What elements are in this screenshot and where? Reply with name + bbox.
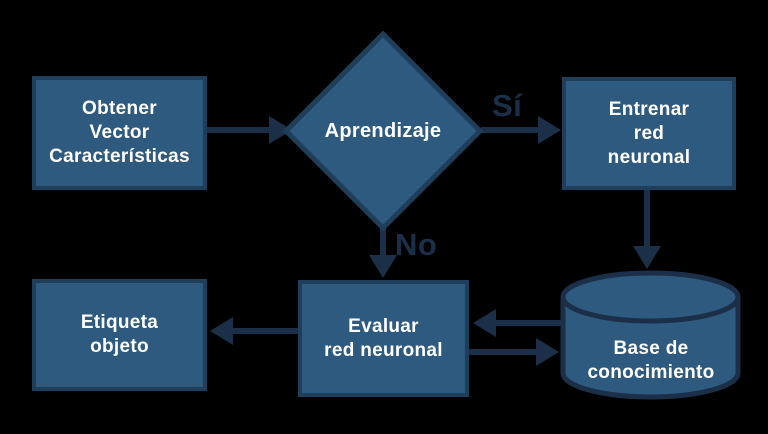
branch-label-si: Sí xyxy=(492,88,523,123)
node-obtener-vector-caracteristicas: Obtener Vector Características xyxy=(32,76,207,190)
node-obtener-label: Obtener Vector Características xyxy=(49,98,190,167)
arrow-entrenar-to-base xyxy=(633,190,661,269)
cylinder-body xyxy=(560,297,741,400)
node-etiqueta-objeto: Etiqueta objeto xyxy=(32,279,207,391)
arrow-evaluar-to-base xyxy=(469,338,559,366)
arrowhead-left-icon xyxy=(210,317,233,345)
arrowhead-down-icon xyxy=(633,246,661,269)
arrow-obtener-to-aprendizaje xyxy=(207,116,292,144)
arrowhead-left-icon xyxy=(473,309,496,337)
branch-label-no: No xyxy=(395,227,438,262)
arrow-evaluar-to-etiqueta xyxy=(210,317,298,345)
node-evaluar-red-neuronal: Evaluar red neuronal xyxy=(298,280,469,397)
arrowhead-right-icon xyxy=(536,338,559,366)
arrowhead-down-icon xyxy=(369,255,397,278)
arrow-base-to-evaluar xyxy=(473,309,563,337)
cylinder-top xyxy=(560,270,741,324)
node-evaluar-label: Evaluar red neuronal xyxy=(324,315,443,361)
arrow-aprendizaje-to-entrenar xyxy=(481,116,561,144)
node-etiqueta-label: Etiqueta objeto xyxy=(80,312,159,357)
arrow-aprendizaje-to-evaluar xyxy=(369,228,397,278)
decision-aprendizaje-shape xyxy=(282,30,484,232)
node-entrenar-label: Entrenar red neuronal xyxy=(607,98,691,168)
arrowhead-right-icon xyxy=(538,116,561,144)
database-base-conocimiento-shape xyxy=(560,270,741,400)
node-entrenar-red-neuronal: Entrenar red neuronal xyxy=(562,77,736,190)
arrowhead-right-icon xyxy=(269,116,292,144)
